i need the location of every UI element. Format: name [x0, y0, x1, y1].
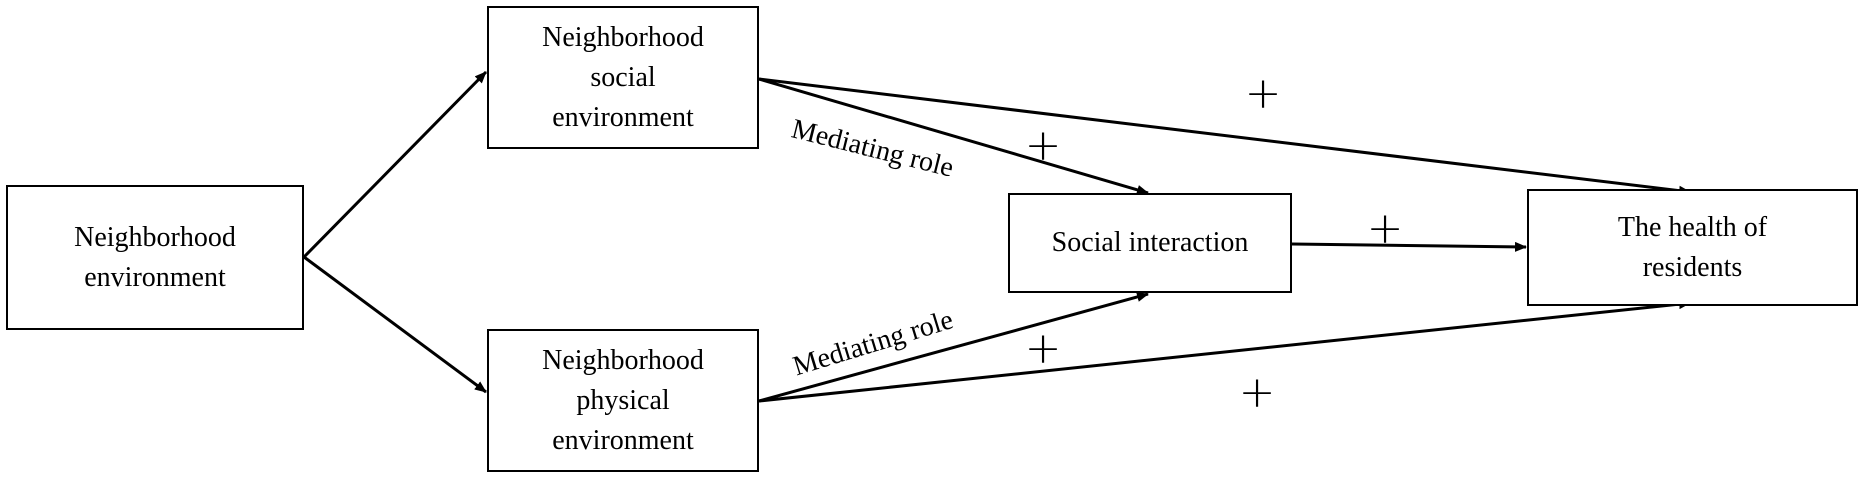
- arrow-physical-to-interaction: [758, 292, 1149, 403]
- sign-social-to-health: +: [1244, 68, 1282, 119]
- node-label: Neighborhood physical environment: [542, 344, 704, 456]
- arrow-env-to-social: [302, 70, 488, 259]
- sign-physical-to-health: +: [1238, 367, 1276, 418]
- arrow-interaction-to-health: [1291, 241, 1527, 252]
- sign-social-to-interaction: +: [1024, 120, 1062, 171]
- node-label: Social interaction: [1051, 227, 1249, 258]
- arrow-physical-to-health: [758, 299, 1691, 403]
- node-health-of-residents: The health of residents: [1527, 189, 1858, 306]
- arrow-social-to-interaction: [758, 77, 1149, 195]
- node-label: Neighborhood social environment: [542, 21, 704, 133]
- arrow-env-to-physical: [303, 255, 487, 394]
- sign-physical-to-interaction: +: [1024, 323, 1062, 374]
- arrow-social-to-health: [758, 77, 1691, 196]
- node-neighborhood-physical-environment: Neighborhood physical environment: [487, 329, 759, 472]
- node-social-interaction: Social interaction: [1008, 193, 1292, 293]
- node-label: The health of residents: [1617, 211, 1768, 283]
- node-label: Neighborhood environment: [74, 221, 236, 293]
- sign-interaction-to-health: +: [1366, 203, 1404, 254]
- node-neighborhood-environment: Neighborhood environment: [6, 185, 304, 330]
- node-neighborhood-social-environment: Neighborhood social environment: [487, 6, 759, 149]
